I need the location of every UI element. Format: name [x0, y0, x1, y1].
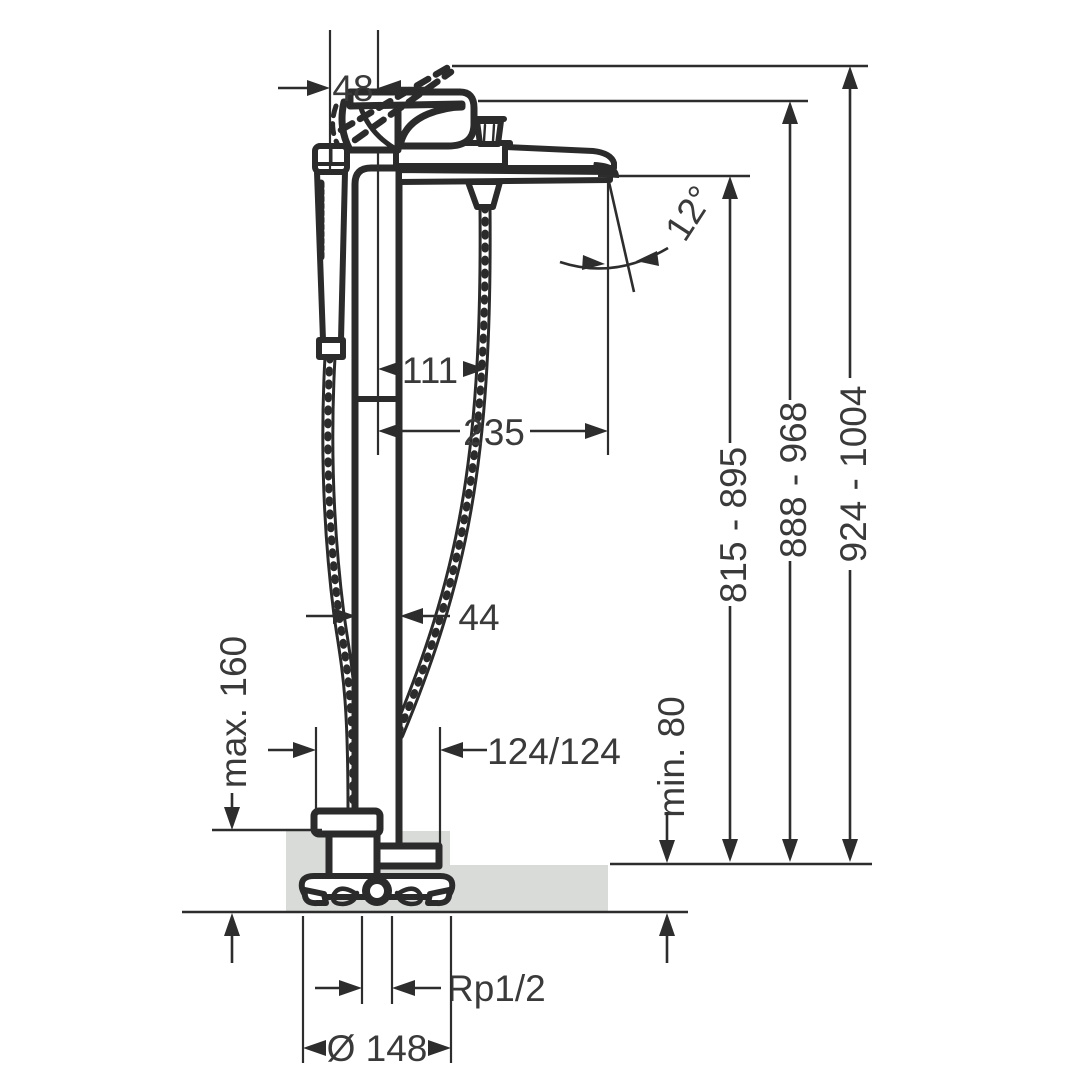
dim-44: 44	[306, 597, 500, 638]
dim-111: 111	[376, 152, 486, 455]
hand-shower	[312, 143, 350, 360]
dim-min-80: min. 80	[651, 696, 692, 963]
dim-888-968: 888 - 968	[773, 101, 814, 862]
dim-888-label: 888 - 968	[773, 402, 814, 558]
dimension-annotations: 48 12° 111 23	[182, 30, 874, 1069]
dim-124-label: 124/124	[487, 731, 621, 772]
dim-rp12: Rp1/2	[315, 916, 546, 1009]
dim-d148-label: Ø 148	[327, 1028, 428, 1069]
dim-max160-label: max. 160	[213, 636, 254, 788]
dim-48-label: 48	[332, 68, 373, 109]
flange-foot-right	[425, 887, 453, 907]
dim-815-label: 815 - 895	[713, 447, 754, 603]
dim-d148: Ø 148	[301, 916, 453, 1069]
dim-235: 235	[378, 412, 608, 453]
flange-foot-left	[301, 887, 329, 907]
dim-min80-label: min. 80	[651, 696, 692, 817]
dim-44-label: 44	[458, 597, 499, 638]
spout-underside	[396, 167, 613, 185]
height-reference-lines	[452, 64, 868, 178]
spout-aerator-tip	[593, 162, 620, 178]
dim-924-1004: 924 - 1004	[833, 66, 874, 862]
dim-angle-label: 12°	[657, 179, 722, 248]
hose-outlet-cone	[465, 179, 503, 210]
diverter-knob	[471, 116, 507, 147]
handshower-hose-left	[321, 350, 360, 817]
mixer-body	[330, 64, 620, 210]
flange-scroll-left	[330, 886, 360, 907]
spout	[502, 144, 617, 171]
dim-48: 48	[278, 30, 428, 170]
dim-max-160: max. 160	[212, 636, 322, 963]
lever-handle	[346, 88, 478, 150]
base-step-block	[373, 842, 443, 870]
dim-rp12-label: Rp1/2	[447, 968, 546, 1009]
handshower-hose-nut	[316, 337, 346, 360]
dim-124: 124/124	[268, 727, 621, 845]
handshower-hose-right	[391, 200, 492, 741]
dim-111-label: 111	[402, 350, 458, 391]
supply-connection-bore	[370, 884, 384, 898]
dim-235-label: 235	[463, 412, 525, 453]
dim-815-895: 815 - 895	[713, 176, 754, 862]
dim-spout-angle: 12°	[559, 179, 722, 455]
dim-924-label: 924 - 1004	[833, 386, 874, 563]
riser-pillar	[351, 164, 403, 852]
base-assembly	[298, 807, 456, 907]
base-block	[325, 830, 381, 882]
flange-scroll-right	[394, 886, 424, 907]
